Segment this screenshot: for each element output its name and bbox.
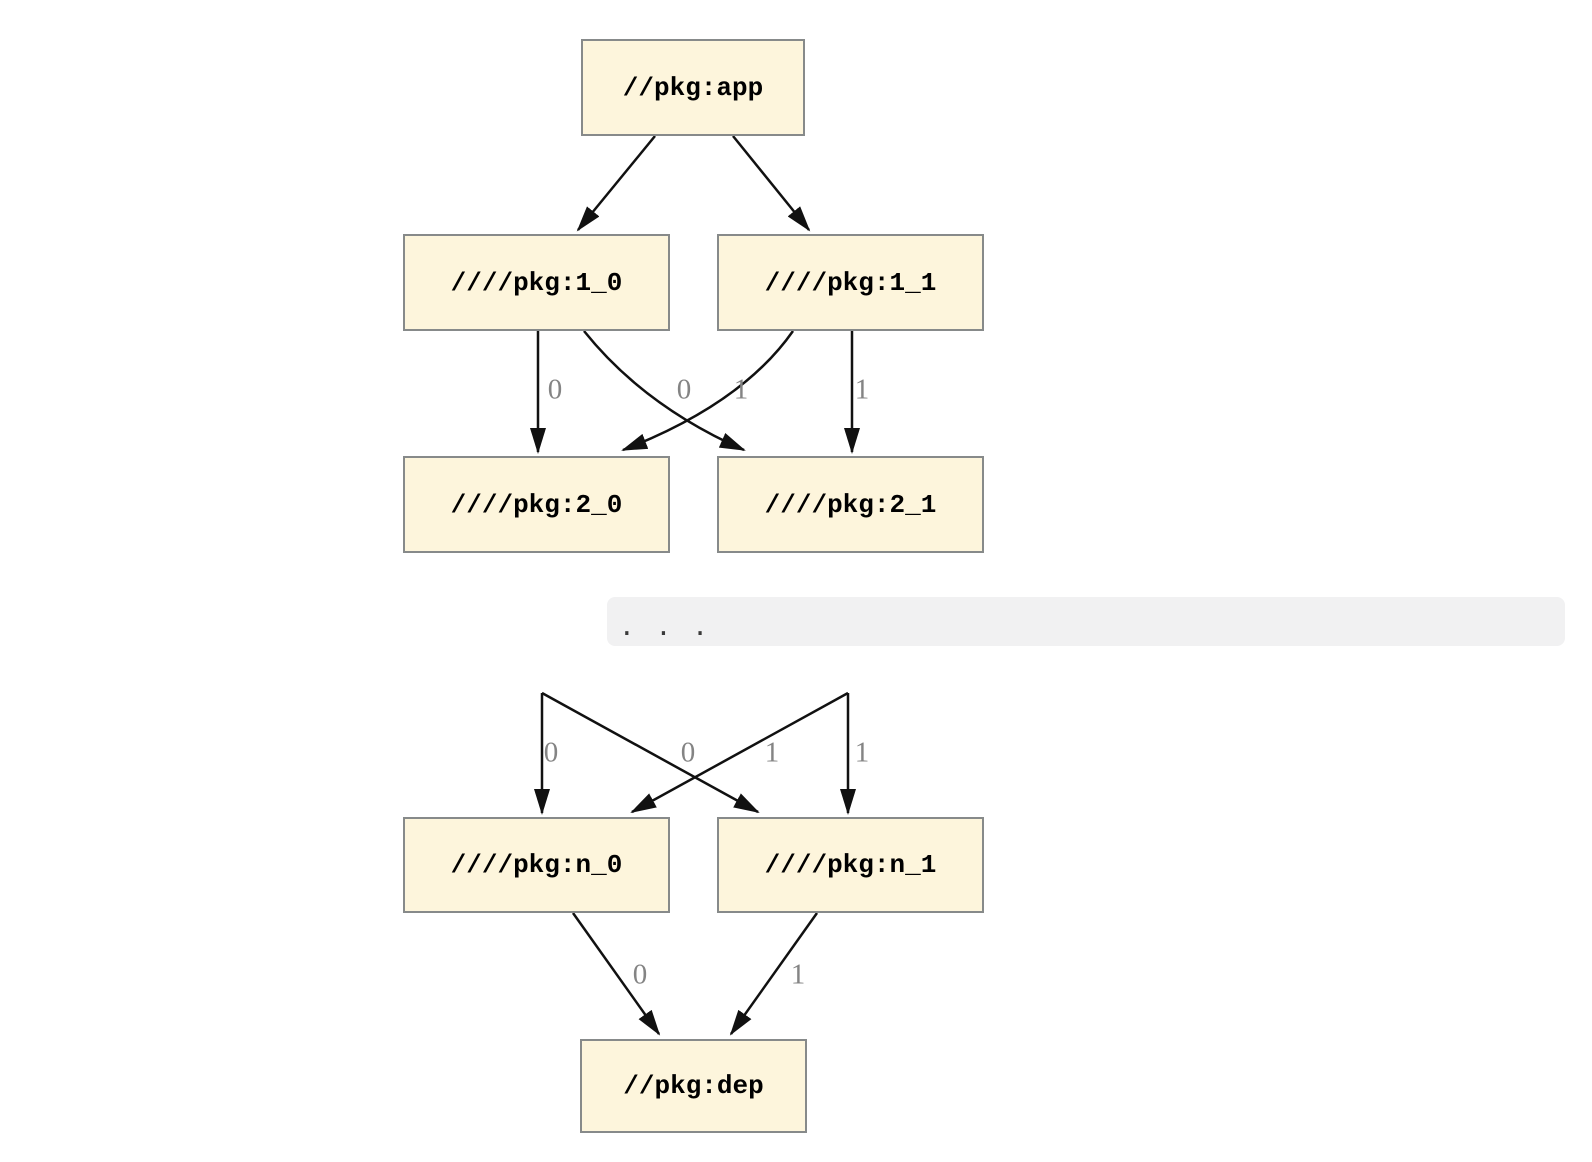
node-pkg-2-0: ////pkg:2_0 <box>403 456 670 553</box>
node-pkg-1-1: ////pkg:1_1 <box>717 234 984 331</box>
edge-app-to-1-0 <box>576 135 656 232</box>
node-pkg-2-1: ////pkg:2_1 <box>717 456 984 553</box>
edge-app-to-1-1 <box>732 135 811 232</box>
node-pkg-n-0: ////pkg:n_0 <box>403 817 670 913</box>
node-pkg-dep-label: //pkg:dep <box>623 1071 764 1101</box>
node-pkg-1-0-label: ////pkg:1_0 <box>450 267 623 298</box>
edge-1-0-to-2-1 <box>583 330 746 452</box>
node-pkg-n-1: ////pkg:n_1 <box>717 817 984 913</box>
edge-label-n-1-to-dep: 1 <box>790 958 806 991</box>
edge-label-1-1-to-2-0: 0 <box>676 373 692 406</box>
node-pkg-2-0-label: ////pkg:2_0 <box>450 489 623 520</box>
edge-label-1-0-to-2-0: 0 <box>547 373 563 406</box>
edge-ellipsis-right-to-n-0 <box>630 691 849 814</box>
node-pkg-1-1-label: ////pkg:1_1 <box>764 267 937 298</box>
node-pkg-dep: //pkg:dep <box>580 1039 807 1133</box>
edge-ellipsis-left-to-n-1 <box>541 691 760 814</box>
node-pkg-n-1-label: ////pkg:n_1 <box>764 850 937 880</box>
node-pkg-app-label: //pkg:app <box>622 72 764 103</box>
edge-1-1-to-2-0 <box>621 330 795 452</box>
node-pkg-app: //pkg:app <box>581 39 805 136</box>
edge-n-0-to-dep <box>571 912 661 1036</box>
edge-label-ellipsis-left-to-n-0: 0 <box>543 736 559 769</box>
edge-label-1-0-to-2-1: 1 <box>733 373 749 406</box>
edge-label-ellipsis-right-to-n-0: 0 <box>680 736 696 769</box>
node-pkg-n-0-label: ////pkg:n_0 <box>450 850 623 880</box>
edge-n-1-to-dep <box>729 912 819 1036</box>
ellipsis-dots: ... <box>619 611 729 642</box>
node-pkg-2-1-label: ////pkg:2_1 <box>764 489 937 520</box>
edge-label-ellipsis-left-to-n-1: 1 <box>764 736 780 769</box>
edge-label-ellipsis-right-to-n-1: 1 <box>854 736 870 769</box>
edge-label-n-0-to-dep: 0 <box>632 958 648 991</box>
ellipsis-code-bar: ... <box>607 597 1565 646</box>
node-pkg-1-0: ////pkg:1_0 <box>403 234 670 331</box>
edge-label-1-1-to-2-1: 1 <box>854 373 870 406</box>
